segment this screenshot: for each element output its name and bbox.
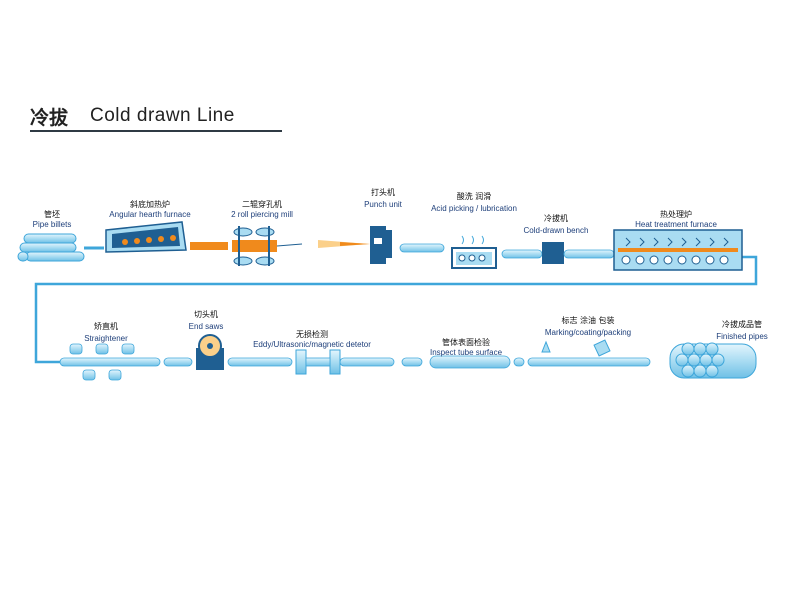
inspect-tube-graphic <box>429 355 511 369</box>
label-finished-cn: 冷拔成品管 <box>722 320 762 329</box>
finished-pipes-graphic <box>669 342 757 379</box>
label-ndt-cn: 无损检测 <box>296 330 328 339</box>
label-angular-furnace-cn: 斜底加热炉 <box>130 200 170 209</box>
label-cold-drawn-bench-cn: 冷拔机 <box>544 214 568 223</box>
label-marking-cn: 标志 涂油 包装 <box>561 316 615 325</box>
label-angular-furnace-en: Angular hearth furnace <box>109 210 191 219</box>
label-punch-unit-en: Punch unit <box>364 200 402 209</box>
flow-connector <box>34 255 758 364</box>
label-end-saws-en: End saws <box>188 322 224 331</box>
label-inspect-surface-cn: 管体表面检验 <box>442 338 490 347</box>
label-pipe-billets-cn: 管坯 <box>44 210 60 219</box>
label-acid-pickling-en: Acid picking / lubrication <box>431 204 517 213</box>
label-heat-treatment-en: Heat treatment furnace <box>635 220 717 229</box>
punch-unit-graphic <box>370 226 392 264</box>
hot-billet <box>190 242 228 250</box>
label-acid-pickling-cn: 酸洗 润滑 <box>456 192 492 201</box>
label-heat-treatment-cn: 热处理炉 <box>660 210 692 219</box>
label-ndt-en: Eddy/Ultrasonic/magnetic detetor <box>253 340 371 349</box>
angular-furnace-graphic <box>105 221 187 253</box>
straightener-graphic <box>59 343 161 381</box>
diagram-title: 冷拔 Cold drawn Line <box>30 100 235 132</box>
label-pipe-billets-en: Pipe billets <box>32 220 72 229</box>
cold-drawn-bench-graphic <box>542 242 564 264</box>
title-cn: 冷拔 <box>30 106 69 129</box>
label-piercing-mill-cn: 二辊穿孔机 <box>242 200 282 209</box>
title-en: Cold drawn Line <box>90 105 235 126</box>
acid-pickling-graphic <box>451 235 497 269</box>
label-finished-en: Finished pipes <box>716 332 768 341</box>
heat-treatment-furnace-graphic <box>613 229 743 271</box>
pipe-billets-graphic <box>17 233 85 262</box>
label-piercing-mill-en: 2 roll piercing mill <box>231 210 293 219</box>
label-inspect-surface-en: Inspect tube surface <box>429 348 503 357</box>
label-punch-unit-cn: 打头机 <box>371 188 395 197</box>
ndt-graphic <box>295 349 395 375</box>
marking-graphic <box>527 339 651 367</box>
piercing-mill-graphic <box>232 226 303 266</box>
label-marking-en: Marking/coating/packing <box>544 328 632 337</box>
label-straightener-cn: 矫直机 <box>94 322 118 331</box>
label-end-saws-cn: 切头机 <box>194 310 218 319</box>
label-cold-drawn-bench-en: Cold-drawn bench <box>523 226 589 235</box>
label-straightener-en: Straightener <box>84 334 128 343</box>
end-saws-graphic <box>196 334 224 370</box>
title-underline <box>30 130 282 132</box>
